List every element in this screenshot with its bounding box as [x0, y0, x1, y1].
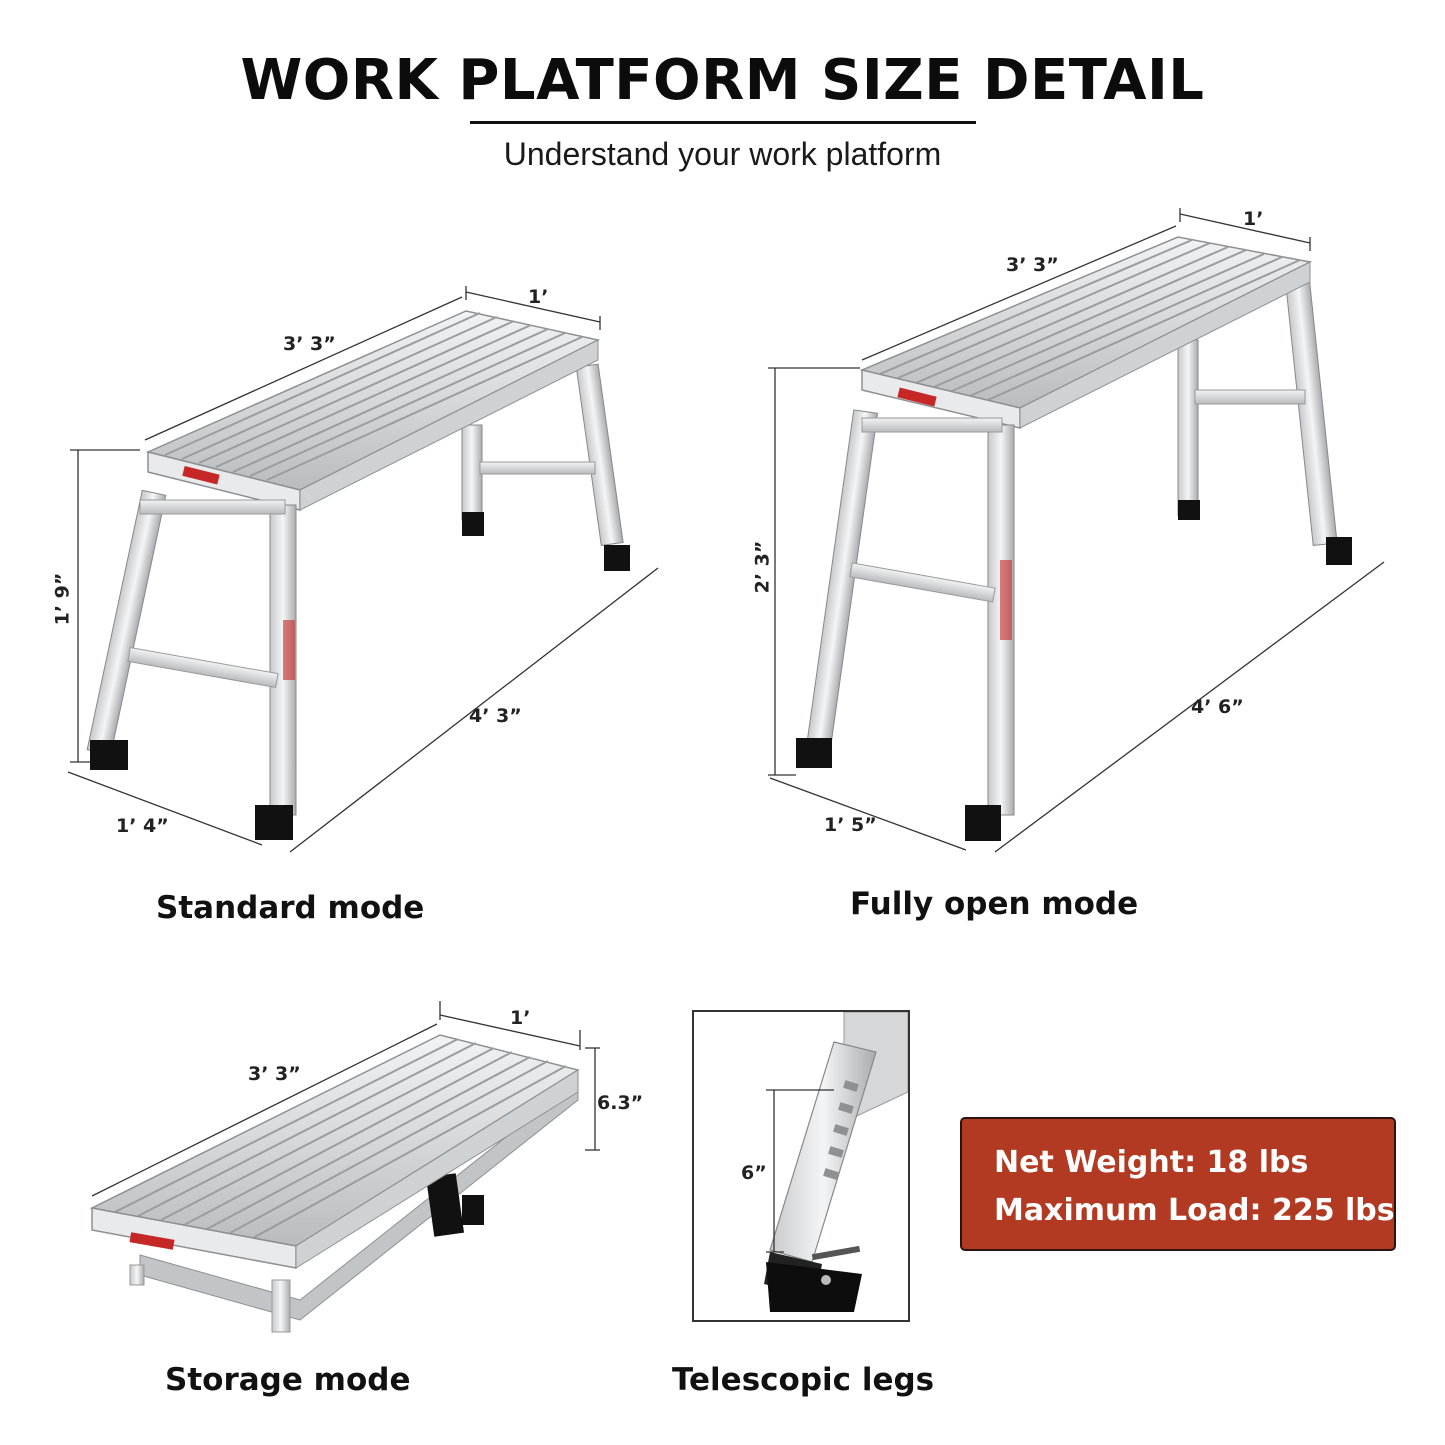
open-base-length-label: 4’ 6” — [1191, 696, 1244, 718]
telescopic-leg-inset — [692, 1010, 910, 1322]
standard-width-label: 1’ — [528, 286, 549, 308]
standard-base-width-label: 1’ 4” — [116, 815, 169, 837]
standard-mode-dimension-lines — [67, 286, 659, 853]
storage-mode-caption: Storage mode — [165, 1362, 411, 1398]
storage-thickness-label: 6.3” — [597, 1092, 644, 1114]
specs-box: Net Weight: 18 lbs Maximum Load: 225 lbs — [960, 1117, 1396, 1251]
standard-base-length-label: 4’ 3” — [469, 705, 522, 727]
storage-width-label: 1’ — [510, 1007, 531, 1029]
telescopic-legs-caption: Telescopic legs — [672, 1362, 935, 1398]
storage-length-label: 3’ 3” — [248, 1063, 301, 1085]
fully-open-mode-dimension-lines — [768, 208, 1385, 853]
open-height-label: 2’ 3” — [751, 540, 774, 594]
standard-mode-platform — [86, 310, 630, 840]
open-width-label: 1’ — [1243, 208, 1264, 230]
telescopic-leg-drawing — [764, 1012, 908, 1312]
net-weight-text: Net Weight: 18 lbs — [994, 1145, 1309, 1180]
page-title: WORK PLATFORM SIZE DETAIL — [240, 48, 1205, 113]
open-base-width-label: 1’ 5” — [824, 814, 877, 836]
storage-mode-dimension-lines — [91, 1001, 600, 1197]
standard-mode-caption: Standard mode — [156, 890, 425, 926]
standard-length-label: 3’ 3” — [283, 333, 336, 355]
fully-open-mode-caption: Fully open mode — [850, 886, 1139, 922]
max-load-text: Maximum Load: 225 lbs — [994, 1193, 1395, 1228]
page-subtitle: Understand your work platform — [503, 136, 942, 172]
fully-open-mode-platform — [796, 236, 1352, 841]
telescopic-adjust-label: 6” — [741, 1162, 767, 1184]
open-length-label: 3’ 3” — [1006, 254, 1059, 276]
standard-height-label: 1’ 9” — [51, 572, 74, 626]
title-underline — [470, 121, 976, 124]
storage-mode-platform — [89, 1034, 580, 1333]
